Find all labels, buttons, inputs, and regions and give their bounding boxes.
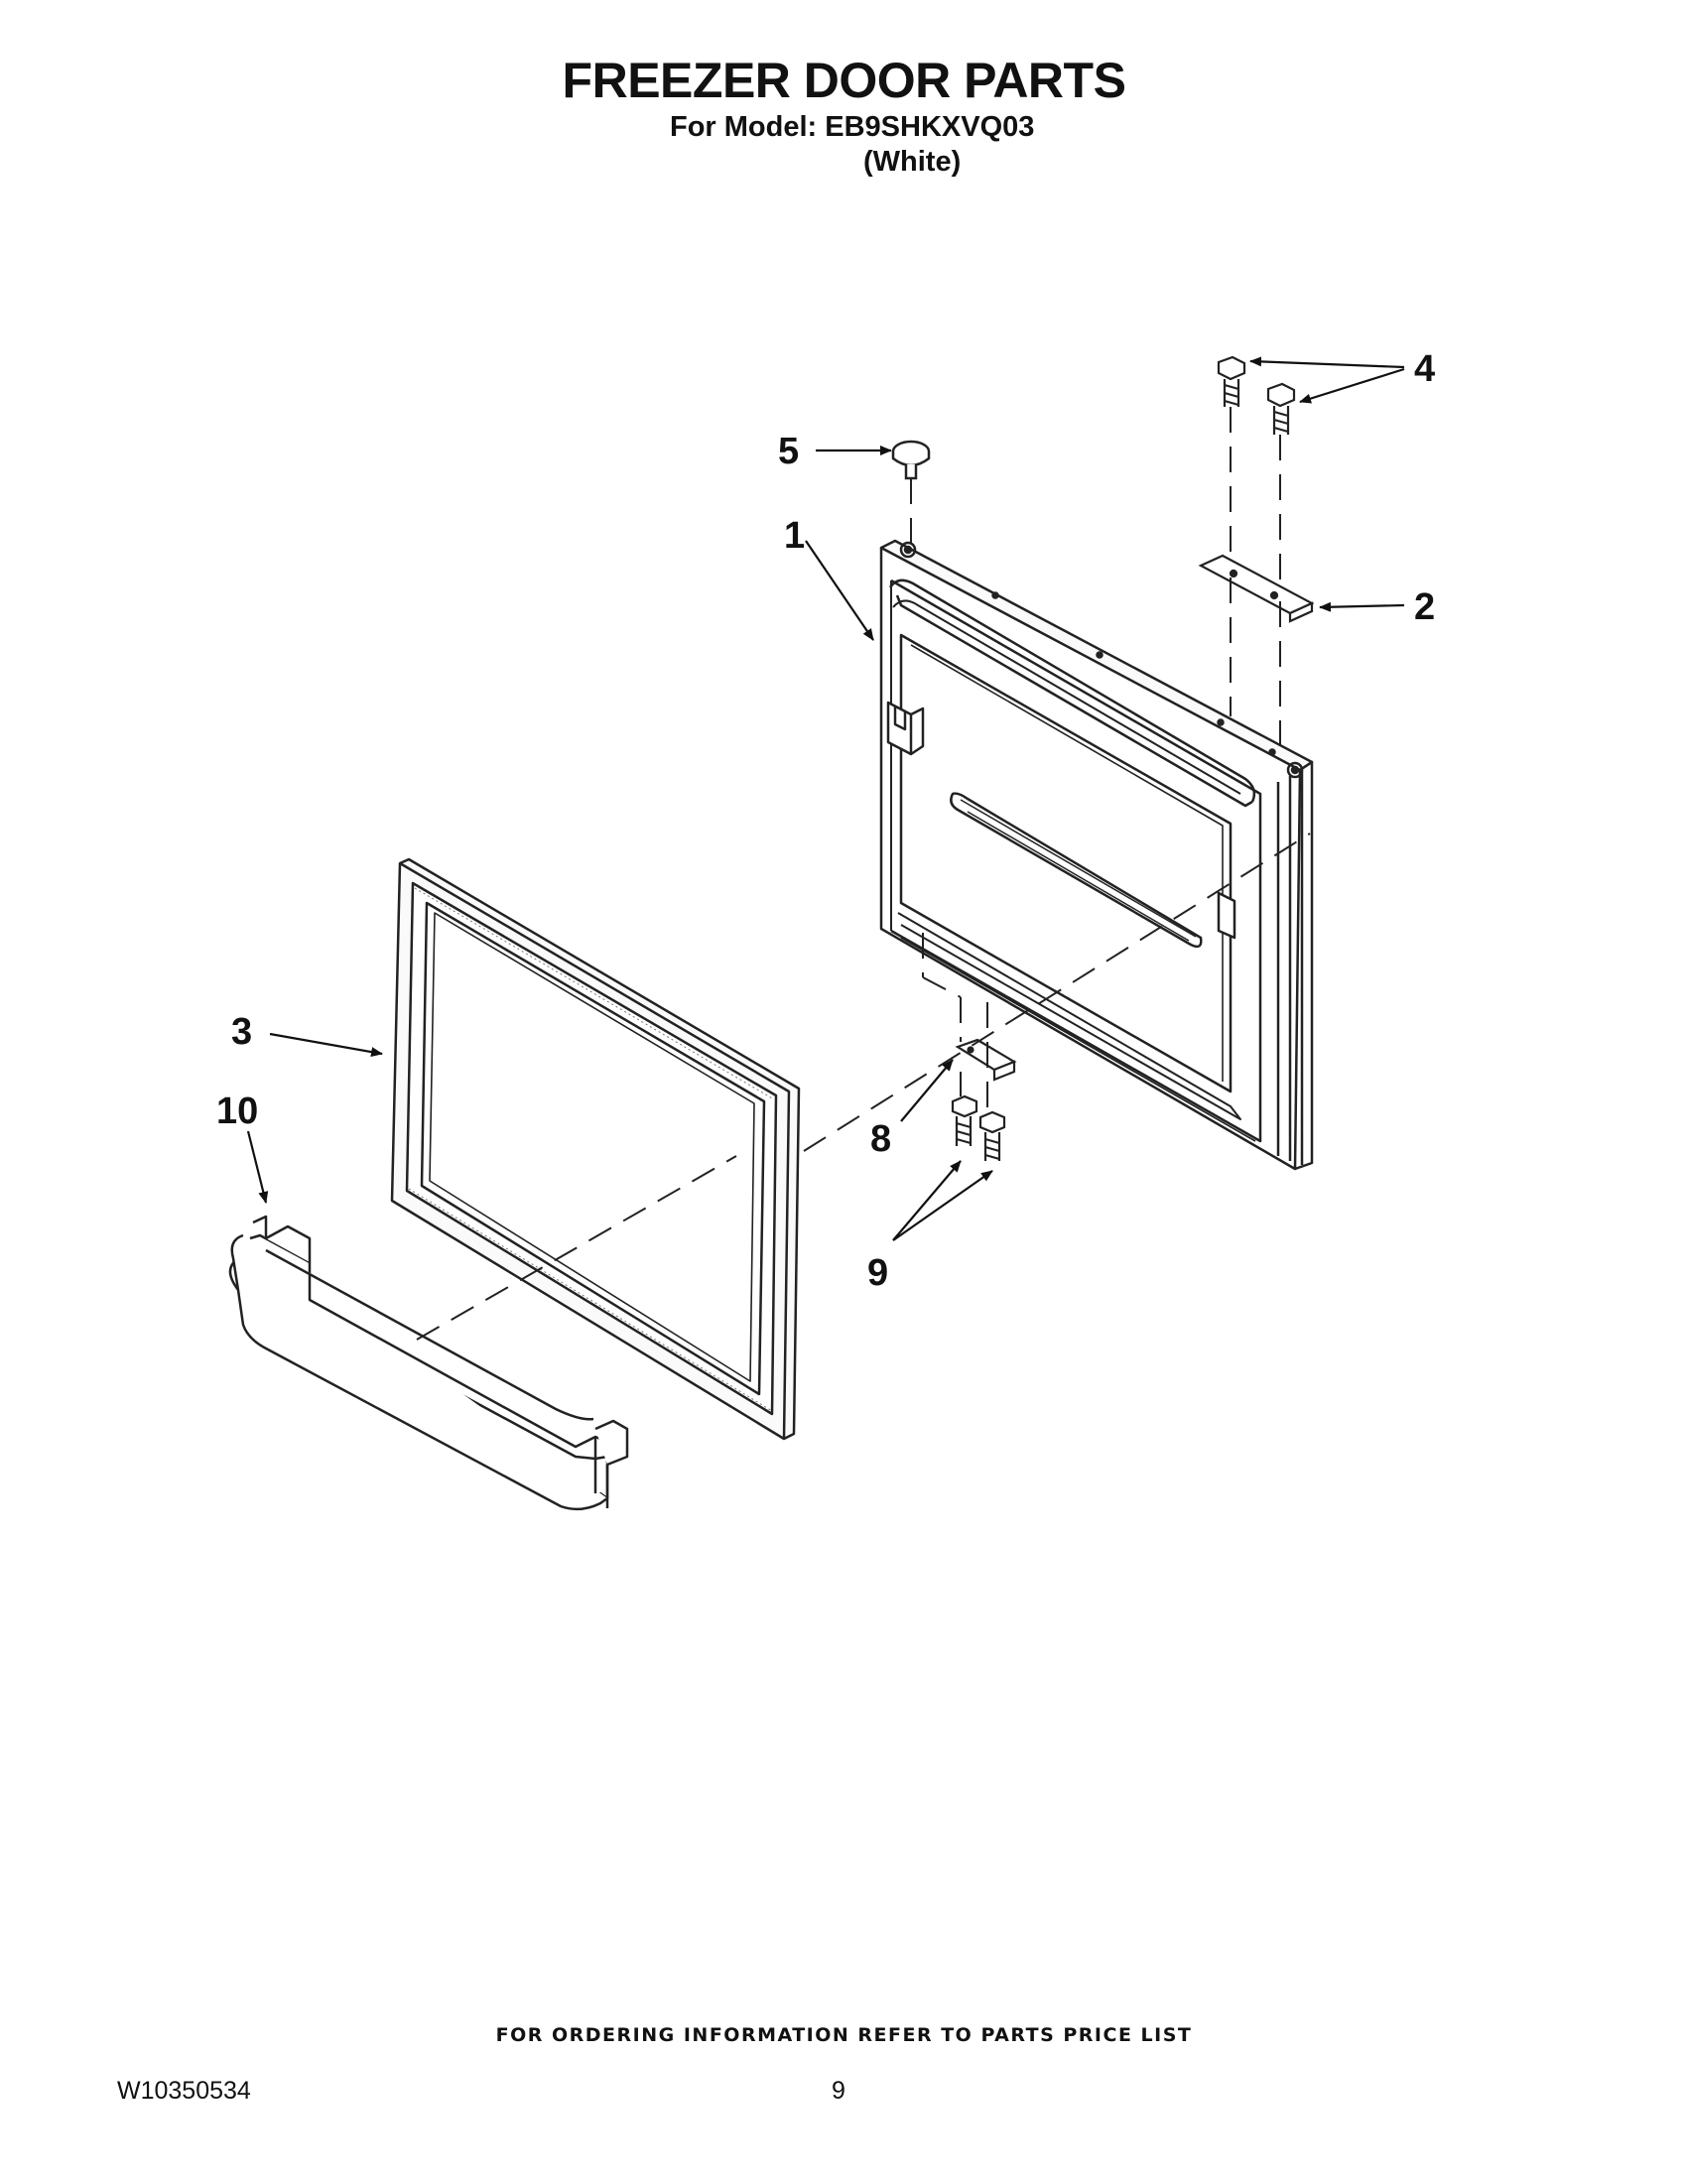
color-line: (White) [863, 146, 962, 178]
freezer-door [879, 539, 1314, 1171]
model-line: For Model: EB9SHKXVQ03 [670, 111, 1035, 143]
bottom-bracket [955, 1038, 1017, 1082]
hinge-screws [1217, 355, 1296, 435]
alignment-lines [416, 407, 1311, 1341]
callout-10: 10 [216, 1091, 258, 1132]
callout-leaders [246, 356, 1405, 1241]
door-bin [228, 1215, 629, 1511]
callout-2: 2 [1414, 586, 1435, 628]
ordering-note: FOR ORDERING INFORMATION REFER TO PARTS … [495, 2024, 1193, 2046]
bracket-screws [951, 1094, 1006, 1161]
callout-1: 1 [784, 515, 805, 557]
document-number: W10350534 [117, 2077, 251, 2105]
callout-3: 3 [231, 1011, 252, 1053]
callout-9: 9 [867, 1252, 888, 1294]
door-gasket [390, 857, 801, 1441]
page-title: FREEZER DOOR PARTS [562, 53, 1126, 108]
callout-5: 5 [778, 431, 799, 472]
hinge-shim [1198, 554, 1315, 623]
callout-8: 8 [870, 1118, 891, 1160]
page-number: 9 [832, 2077, 845, 2105]
callout-4: 4 [1414, 348, 1435, 390]
hinge-plug [891, 440, 931, 480]
